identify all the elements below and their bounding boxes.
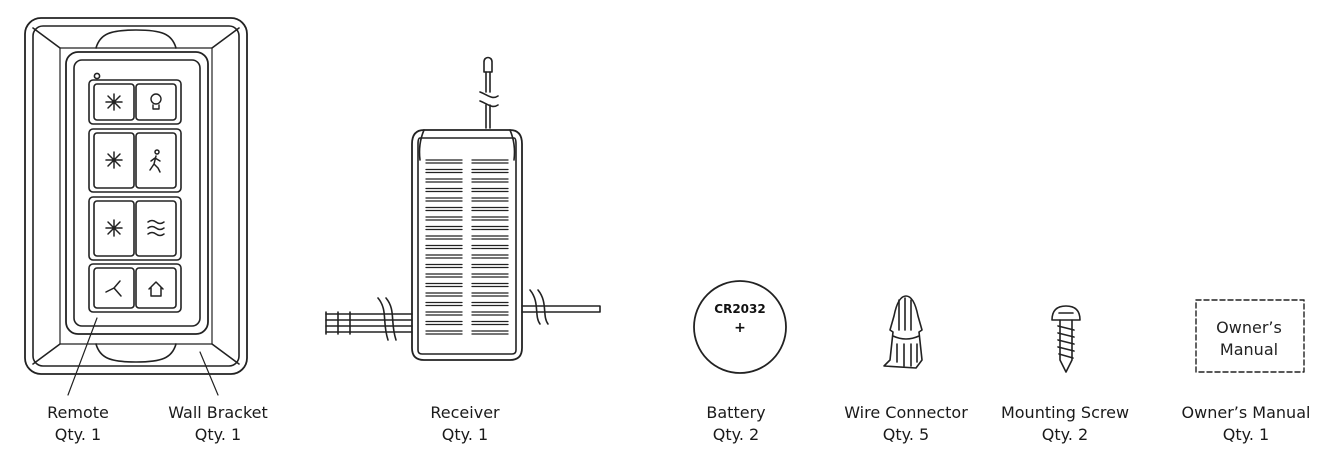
- vent-slot: [425, 159, 463, 164]
- remote-button-fan-medium: [93, 132, 135, 189]
- vent-slot: [471, 254, 509, 259]
- vent-slot: [425, 197, 463, 202]
- vent-slot: [471, 178, 509, 183]
- vent-slot: [425, 292, 463, 297]
- vent-slot: [471, 197, 509, 202]
- remote-button-fan-off: [93, 267, 135, 309]
- remote-leader-line: [67, 317, 98, 396]
- remote-button-fan-low: [93, 200, 135, 257]
- vent-slot: [425, 282, 463, 288]
- vent-slot: [471, 244, 509, 250]
- part-label-wire-connector: Wire Connector Qty. 5: [844, 402, 968, 446]
- battery-model-label: CR2032: [714, 302, 765, 316]
- vent-slot: [471, 216, 509, 221]
- fan-speed-high-icon: [105, 93, 123, 111]
- fan-speed-low-icon: [105, 219, 123, 237]
- part-qty: Qty. 1: [1222, 425, 1270, 444]
- vent-slot: [471, 235, 509, 240]
- receiver: [325, 56, 601, 361]
- manual-cover-line1: Owner’s: [1216, 318, 1282, 337]
- light-icon: [150, 93, 162, 110]
- vent-slot: [425, 311, 463, 316]
- part-qty: Qty. 1: [54, 425, 102, 444]
- vent-slot: [425, 178, 463, 183]
- vent-slot: [471, 225, 509, 231]
- remote-button-fan-high: [93, 83, 135, 121]
- bracket-leader-line: [199, 351, 219, 396]
- vent-slot: [471, 168, 509, 174]
- part-qty: Qty. 1: [194, 425, 242, 444]
- vent-slot: [425, 263, 463, 269]
- part-name: Remote: [47, 403, 109, 422]
- battery-positive-sign: +: [734, 320, 746, 336]
- vent-slot: [471, 311, 509, 316]
- vent-slot: [425, 235, 463, 240]
- vent-slot: [425, 187, 463, 193]
- part-label-owners-manual: Owner’s Manual Qty. 1: [1182, 402, 1311, 446]
- manual-cover-line2: Manual: [1220, 340, 1278, 359]
- mounting-screw: [1051, 305, 1081, 373]
- part-label-receiver: Receiver Qty. 1: [430, 402, 499, 446]
- part-qty: Qty. 5: [882, 425, 930, 444]
- battery: [693, 280, 787, 374]
- vent-slot: [425, 254, 463, 259]
- vent-slot: [471, 263, 509, 269]
- vent-slot: [425, 273, 463, 278]
- vent-slot: [425, 244, 463, 250]
- vent-slot: [471, 282, 509, 288]
- fan-off-icon: [105, 280, 122, 297]
- vent-slot: [471, 206, 509, 212]
- remote-button-light: [135, 83, 177, 121]
- owners-manual: [1195, 299, 1305, 373]
- breeze-icon: [147, 219, 165, 237]
- part-label-mounting-screw: Mounting Screw Qty. 2: [1001, 402, 1129, 446]
- vent-slot: [471, 330, 509, 335]
- fan-speed-medium-icon: [105, 151, 123, 169]
- receiver-vents: [425, 159, 509, 335]
- remote-button-breeze: [135, 200, 177, 257]
- part-qty: Qty. 2: [1041, 425, 1089, 444]
- part-qty: Qty. 2: [712, 425, 760, 444]
- vent-slot: [471, 292, 509, 297]
- remote-button-motion: [135, 132, 177, 189]
- vent-slot: [471, 159, 509, 164]
- vent-slot: [425, 168, 463, 174]
- vent-slot: [425, 320, 463, 326]
- part-label-battery: Battery Qty. 2: [706, 402, 765, 446]
- indicator-led: [93, 72, 101, 80]
- vent-slot: [425, 225, 463, 231]
- home-icon: [148, 281, 164, 297]
- part-name: Mounting Screw: [1000, 403, 1130, 422]
- wall-bracket: [24, 17, 248, 375]
- vent-slot: [471, 320, 509, 326]
- part-name: Receiver: [430, 403, 500, 422]
- part-qty: Qty. 1: [441, 425, 489, 444]
- part-name: Wall Bracket: [168, 403, 268, 422]
- walking-person-icon: [149, 149, 161, 173]
- part-name: Battery: [706, 403, 766, 422]
- part-label-wall-bracket: Wall Bracket Qty. 1: [168, 402, 268, 446]
- vent-slot: [425, 301, 463, 307]
- wire-connector: [883, 295, 923, 369]
- part-name: Owner’s Manual: [1181, 403, 1311, 422]
- vent-slot: [471, 187, 509, 193]
- part-name: Wire Connector: [844, 403, 968, 422]
- part-label-remote: Remote Qty. 1: [47, 402, 109, 446]
- vent-slot: [425, 330, 463, 335]
- remote: [65, 51, 209, 335]
- vent-slot: [471, 301, 509, 307]
- vent-slot: [425, 216, 463, 221]
- vent-slot: [471, 273, 509, 278]
- remote-button-home: [135, 267, 177, 309]
- vent-slot: [425, 206, 463, 212]
